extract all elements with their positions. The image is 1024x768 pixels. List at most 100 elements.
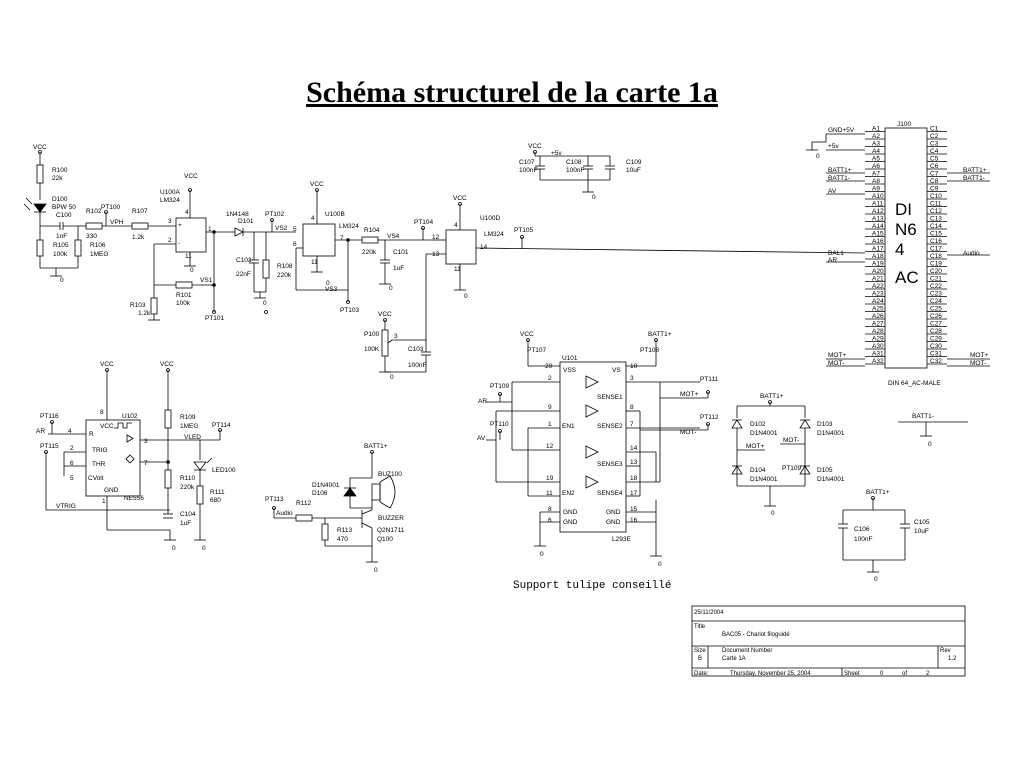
pin-label-a: A2 bbox=[872, 133, 880, 140]
pt100-label: PT100 bbox=[101, 204, 121, 211]
pin-label-c: C31 bbox=[930, 351, 942, 358]
pin-17: 17 bbox=[630, 490, 638, 497]
gnd-zero-label: 0 bbox=[172, 545, 176, 552]
pin-label-a: A16 bbox=[872, 238, 884, 245]
pin-label-c: C12 bbox=[930, 208, 942, 215]
pin-label-a: A31 bbox=[872, 351, 884, 358]
c106-value: 100nF bbox=[854, 536, 872, 543]
pin-label-a: A28 bbox=[872, 328, 884, 335]
u101-part: L293E bbox=[612, 536, 631, 543]
pin-label-c: C9 bbox=[930, 186, 939, 193]
pin-label-c: C2 bbox=[930, 133, 939, 140]
title-block-of-label: of bbox=[902, 671, 907, 677]
gnd-label: GND bbox=[606, 519, 621, 526]
pin-label-a: A11 bbox=[872, 201, 883, 208]
gnd-zero-label: 0 bbox=[928, 441, 932, 448]
r106-label: R106 bbox=[90, 242, 106, 249]
vss-label: VSS bbox=[563, 367, 577, 374]
mot-minus-label: MOT- bbox=[828, 360, 844, 367]
gnd-pin-label: GND bbox=[104, 487, 119, 494]
pt105-label: PT105 bbox=[514, 227, 534, 234]
title-block-size: B bbox=[698, 656, 702, 662]
c106-label: C106 bbox=[854, 526, 870, 533]
pin-8: 8 bbox=[100, 409, 104, 416]
buzzer-icon bbox=[379, 475, 396, 509]
c103-label: C103 bbox=[408, 346, 424, 353]
pin-3: 3 bbox=[630, 375, 634, 382]
r109-value: 1MEG bbox=[180, 423, 198, 430]
pin-label-c: C27 bbox=[930, 321, 942, 328]
pin-label-c: C5 bbox=[930, 156, 939, 163]
pin-label-c: C1 bbox=[930, 126, 939, 133]
pin-label-c: C22 bbox=[930, 283, 942, 290]
pin-label-a: A14 bbox=[872, 223, 884, 230]
led-led100 bbox=[193, 461, 207, 471]
mot-plus-label: MOT+ bbox=[680, 391, 698, 398]
photodiode-amplifier-section: VCC R100 22k D100 BPW 50 C100 1nF R102 3… bbox=[23, 144, 866, 381]
pin-6: 6 bbox=[293, 241, 297, 248]
d105-value: D1N4001 bbox=[817, 476, 845, 483]
pt112-label: PT112 bbox=[700, 414, 719, 421]
c107-value: 100nF bbox=[519, 167, 537, 174]
en1-label: EN1 bbox=[562, 423, 575, 430]
pin-label-a: A18 bbox=[872, 253, 884, 260]
buzzer-body bbox=[371, 483, 381, 501]
pin-label-a: A7 bbox=[872, 171, 880, 178]
buz100-label: BUZ100 bbox=[378, 471, 402, 478]
title-block-title: BAC05 - Chariot filoguidé bbox=[722, 632, 790, 638]
title-block-date-label: Date: bbox=[694, 671, 709, 677]
pin-label-a: A13 bbox=[872, 216, 884, 223]
buffer-2 bbox=[585, 404, 599, 418]
d100-value: BPW 50 bbox=[52, 204, 76, 211]
vph-label: VPH bbox=[110, 219, 124, 226]
noninv-sign: + bbox=[178, 222, 182, 229]
mot-plus-label: MOT+ bbox=[970, 352, 988, 359]
pin-label-c: C32 bbox=[930, 358, 942, 365]
title-block-docnum-label: Document Number bbox=[722, 648, 772, 654]
diode-d106 bbox=[343, 487, 357, 497]
pin-label-c: C29 bbox=[930, 336, 942, 343]
pin-label-c: C7 bbox=[930, 171, 939, 178]
resistor-r112 bbox=[295, 514, 313, 522]
pin-label-c: C21 bbox=[930, 276, 942, 283]
pin-19: 19 bbox=[546, 475, 554, 482]
pin-label-a: A17 bbox=[872, 246, 884, 253]
ar-label: AR bbox=[478, 398, 487, 405]
pin-14: 14 bbox=[480, 244, 488, 251]
r100-label: R100 bbox=[52, 167, 68, 174]
u100d-label: U100D bbox=[480, 215, 501, 222]
pt111-label: PT111 bbox=[700, 376, 719, 383]
cvolt-pin-label: CVolt bbox=[88, 475, 104, 482]
d101-label: D101 bbox=[238, 218, 254, 225]
u100b-label: U100B bbox=[325, 211, 345, 218]
r107-label: R107 bbox=[132, 208, 148, 215]
pin-label-c: C17 bbox=[930, 246, 942, 253]
mot-minus-label: MOT- bbox=[680, 429, 696, 436]
pin-4: 4 bbox=[68, 428, 72, 435]
pin-15: 15 bbox=[630, 506, 638, 513]
r108-value: 220k bbox=[277, 272, 292, 279]
pin-1: 1 bbox=[102, 498, 106, 505]
title-block-date: Thursday, November 25, 2004 bbox=[730, 671, 811, 677]
d104-value: D1N4001 bbox=[750, 476, 778, 483]
av-label: AV bbox=[477, 435, 486, 442]
opamp-u100a bbox=[175, 217, 207, 253]
vled-label: VLED bbox=[184, 434, 201, 441]
trig-pin-label: TRIG bbox=[92, 447, 108, 454]
batt-minus-label: BATT1- bbox=[963, 175, 985, 182]
pt116-label: PT116 bbox=[40, 413, 59, 420]
pin-2: 2 bbox=[168, 237, 172, 244]
pin-label-c: C26 bbox=[930, 313, 942, 320]
batt-plus-label: BATT1+ bbox=[760, 393, 784, 400]
r107-value: 1.2k bbox=[132, 234, 145, 241]
r111-label: R111 bbox=[210, 489, 225, 496]
pin-label-a: A22 bbox=[872, 283, 884, 290]
vcc-label: VCC bbox=[33, 144, 47, 151]
title-block-size-label: Size bbox=[694, 648, 706, 654]
pin-label-a: A30 bbox=[872, 343, 884, 350]
d101-value: 1N4148 bbox=[226, 211, 249, 218]
pin-label-c: C13 bbox=[930, 216, 942, 223]
c100-value: 1nF bbox=[56, 233, 67, 240]
gnd-zero-label: 0 bbox=[326, 280, 330, 287]
